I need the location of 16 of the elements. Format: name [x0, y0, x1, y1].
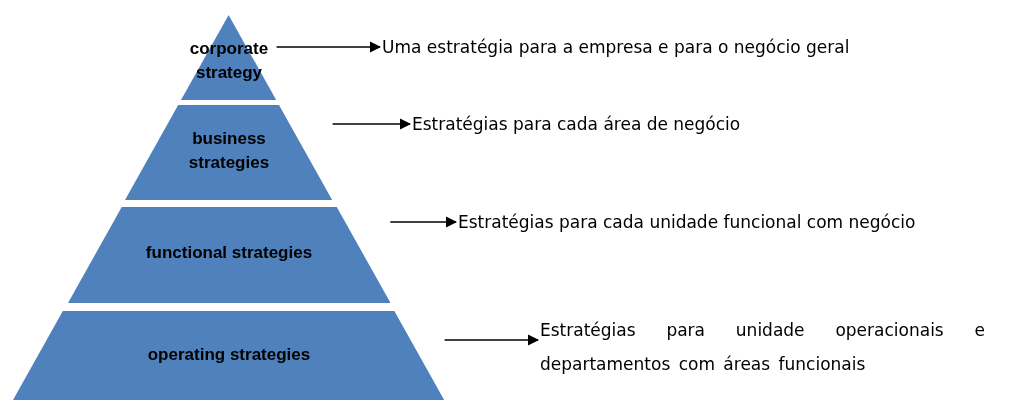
pyramid-layer [13, 311, 445, 400]
layer-label: functional strategies [144, 242, 314, 264]
arrow [275, 41, 382, 53]
arrow [389, 216, 458, 228]
arrow [443, 334, 540, 346]
pyramid-layer [67, 207, 391, 303]
description-text: Estratégias para cada unidade funcional com negócio [458, 205, 1033, 239]
layer-label: operating strategies [146, 344, 312, 366]
layer-label: business strategies [187, 128, 271, 174]
layer-label: corporate strategy [188, 38, 270, 84]
pyramid-layer [181, 15, 277, 100]
arrow [331, 118, 412, 130]
description-text: Estratégias para unidade operacionais e departamentos com áreas funcionais [540, 313, 985, 381]
description-text: Uma estratégia para a empresa e para o negócio geral [382, 30, 1022, 64]
pyramid-layer [125, 105, 333, 200]
description-text: Estratégias para cada área de negócio [412, 107, 972, 141]
